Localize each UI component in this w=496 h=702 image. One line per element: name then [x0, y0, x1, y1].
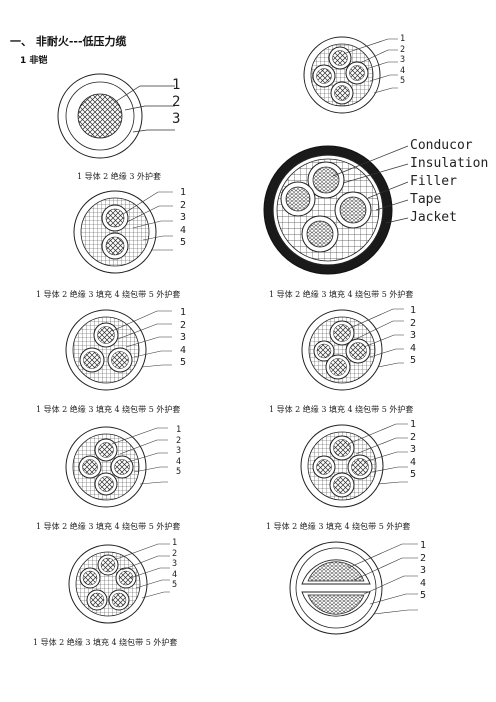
- label-1: 1: [180, 187, 187, 198]
- label-1: 1: [172, 538, 178, 548]
- figure-7-labels: 1 2 3 4 5: [176, 425, 181, 478]
- figure-10-labels: 1 2 3 4 5: [420, 540, 426, 603]
- label-2: 2: [180, 199, 187, 211]
- label-5: 5: [176, 467, 182, 477]
- legend-insulation: Insulation: [410, 156, 489, 171]
- figure-2-caption: 1 导体 2 绝缘 3 填充 4 绕包带 5 外护套: [36, 290, 181, 299]
- legend-filler: Filler: [410, 174, 457, 189]
- label-4: 4: [410, 456, 417, 468]
- figure-1-labels: 1 2 3: [172, 77, 180, 128]
- cable-diagram-three-core: [65, 309, 172, 391]
- label-3: 3: [176, 446, 182, 456]
- label-5: 5: [410, 469, 417, 480]
- label-3: 3: [400, 55, 406, 65]
- label-3: 3: [410, 330, 417, 341]
- figure-8-caption: 1 导体 2 绝缘 3 填充 4 绕包带 5 外护套: [266, 522, 411, 531]
- label-4: 4: [172, 569, 178, 580]
- label-4: 4: [420, 577, 427, 589]
- figure-2-labels: 1 2 3 4 5: [180, 187, 186, 250]
- label-3: 3: [172, 559, 178, 569]
- label-5: 5: [172, 580, 178, 590]
- conductor: [77, 93, 123, 139]
- label-4: 4: [176, 456, 182, 467]
- legend-jacket: Jacket: [410, 210, 457, 225]
- figure-1-caption: 1 导体 2 绝缘 3 外护套: [77, 172, 161, 181]
- figure-7-caption: 1 导体 2 绝缘 3 填充 4 绕包带 5 外护套: [36, 522, 181, 531]
- label-2: 2: [172, 548, 178, 559]
- label-1: 1: [410, 305, 417, 316]
- cable-diagram-four-core-alt: [300, 423, 408, 508]
- figure-6-caption: 1 导体 2 绝缘 3 填充 4 绕包带 5 外护套: [269, 405, 414, 414]
- label-1: 1: [410, 419, 417, 430]
- section-heading: 一、 非耐火---低压力缆: [10, 35, 127, 48]
- cable-diagram-four-core-small: [303, 36, 398, 114]
- label-1: 1: [400, 34, 406, 44]
- english-legend: Conducor Insulation Filler Tape Jacket: [410, 137, 488, 227]
- figure-8-labels: 1 2 3 4 5: [410, 419, 416, 482]
- label-5: 5: [400, 76, 406, 86]
- cable-diagram-four-core-large: [263, 145, 409, 275]
- figure-5-labels: 1 2 3 4 5: [180, 307, 186, 370]
- label-4: 4: [180, 344, 187, 356]
- label-5: 5: [180, 237, 187, 248]
- legend-conductor: Conducor: [410, 138, 473, 153]
- label-4: 4: [410, 342, 417, 354]
- legend-tape: Tape: [410, 192, 442, 207]
- label-4: 4: [180, 224, 187, 236]
- label-4: 4: [400, 65, 406, 76]
- cable-diagram-three-plus-one-core: [301, 308, 404, 391]
- cable-diagram-five-core: [68, 543, 170, 624]
- cable-diagram-single-core: [57, 73, 175, 159]
- label-2: 2: [420, 552, 427, 564]
- label-1: 1: [176, 425, 182, 435]
- label-5: 5: [420, 590, 427, 601]
- label-5: 5: [410, 355, 417, 366]
- label-3: 3: [180, 212, 187, 223]
- label-3: 3: [420, 565, 427, 576]
- label-1: 1: [420, 540, 427, 551]
- cable-diagram-two-core: [73, 190, 173, 274]
- label-3: 3: [172, 111, 181, 127]
- label-3: 3: [180, 332, 187, 343]
- figure-3-labels: 1 2 3 4 5: [400, 34, 405, 87]
- figure-9-caption: 1 导体 2 绝缘 3 填充 4 绕包带 5 外护套: [33, 638, 178, 647]
- subsection-heading: 1 非铠: [20, 56, 48, 66]
- label-2: 2: [176, 435, 182, 446]
- label-1: 1: [180, 307, 187, 318]
- figure-5-caption: 1 导体 2 绝缘 3 填充 4 绕包带 5 外护套: [36, 405, 181, 414]
- label-2: 2: [180, 319, 187, 331]
- label-3: 3: [410, 444, 417, 455]
- label-1: 1: [172, 77, 181, 93]
- label-2: 2: [400, 44, 406, 55]
- figure-6-labels: 1 2 3 4 5: [410, 305, 416, 368]
- label-2: 2: [410, 431, 417, 443]
- label-2: 2: [410, 317, 417, 329]
- figure-9-labels: 1 2 3 4 5: [172, 538, 177, 591]
- cable-diagram-sector-twin: [289, 541, 418, 635]
- figure-4-caption: 1 导体 2 绝缘 3 填充 4 绕包带 5 外护套: [269, 290, 414, 299]
- label-5: 5: [180, 357, 187, 368]
- label-2: 2: [172, 94, 181, 110]
- cable-diagram-four-core: [65, 426, 168, 508]
